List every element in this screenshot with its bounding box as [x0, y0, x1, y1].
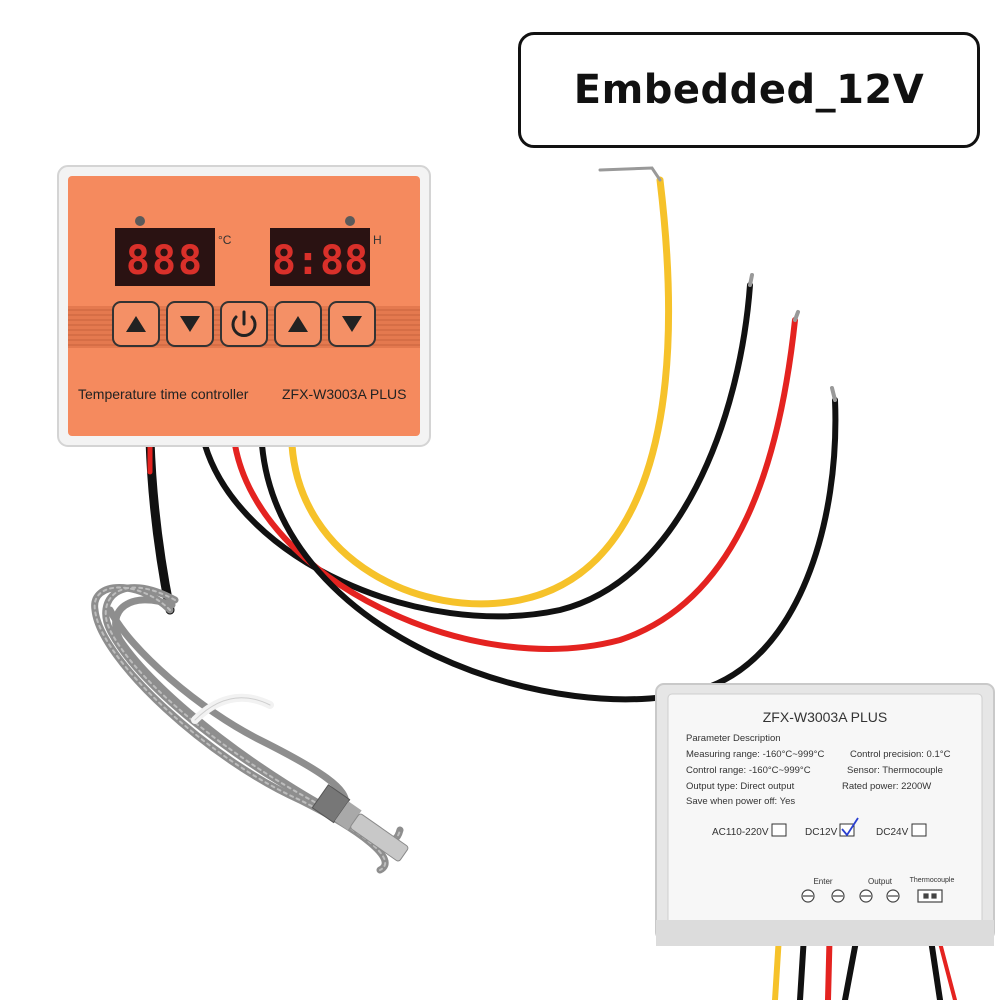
- param-left: Measuring range: -160°C~999°C: [686, 749, 824, 760]
- button-time-up[interactable]: [274, 301, 322, 347]
- up-arrow-icon: [288, 316, 308, 332]
- probe-lead-wire: [145, 435, 175, 615]
- voltage-dc24-checkbox: [911, 823, 927, 837]
- celsius-unit: °C: [218, 233, 232, 247]
- back-model: ZFX-W3003A PLUS: [763, 709, 888, 725]
- temperature-display: [115, 228, 215, 286]
- param-right: Rated power: 2200W: [842, 781, 931, 792]
- param-left: Control range: -160°C~999°C: [686, 765, 811, 776]
- voltage-ac-label: AC110-220V: [712, 827, 769, 838]
- button-power[interactable]: [220, 301, 268, 347]
- param-right: Control precision: 0.1°C: [850, 749, 951, 760]
- terminal-thermocouple-label: Thermocouple: [910, 877, 955, 884]
- power-icon: [231, 310, 257, 337]
- button-temp-up[interactable]: [112, 301, 160, 347]
- terminal-screws: [801, 889, 943, 903]
- down-arrow-icon: [180, 316, 200, 332]
- param-right: Sensor: Thermocouple: [847, 765, 943, 776]
- zip-tie: [191, 693, 274, 724]
- button-temp-down[interactable]: [166, 301, 214, 347]
- controller-caption: Temperature time controller: [78, 386, 249, 402]
- down-arrow-icon: [342, 316, 362, 332]
- right-indicator-led: [345, 216, 355, 226]
- voltage-dc12-label: DC12V: [805, 827, 838, 838]
- time-display: [270, 228, 370, 286]
- black-wire-long: [202, 282, 753, 620]
- yellow-wire: [288, 176, 672, 608]
- terminal-output-label: Output: [868, 877, 893, 886]
- controller-back: ZFX-W3003A PLUS Parameter Description Me…: [655, 683, 995, 946]
- terminal-enter-label: Enter: [813, 877, 832, 886]
- temperature-digits: 888: [126, 238, 204, 284]
- voltage-dc24-label: DC24V: [876, 827, 909, 838]
- param-left: Output type: Direct output: [686, 781, 795, 792]
- up-arrow-icon: [126, 316, 146, 332]
- time-digits: 8:88: [272, 238, 368, 284]
- left-indicator-led: [135, 216, 145, 226]
- title-box: Embedded_12V: [518, 32, 980, 148]
- voltage-ac-checkbox: [771, 823, 787, 837]
- param-left: Save when power off: Yes: [686, 796, 795, 807]
- hour-unit: H: [373, 233, 382, 247]
- back-heading: Parameter Description: [686, 733, 781, 744]
- button-time-down[interactable]: [328, 301, 376, 347]
- controller-model: ZFX-W3003A PLUS: [282, 386, 407, 402]
- title-label: Embedded_12V: [573, 67, 925, 113]
- probe-fitting: [311, 784, 409, 862]
- check-mark-icon: [841, 817, 859, 837]
